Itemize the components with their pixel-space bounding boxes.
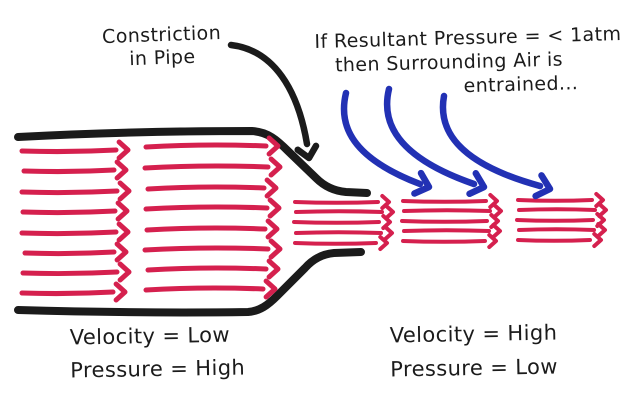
jet-line-shaft xyxy=(516,198,594,203)
pressure-low-text: Pressure = Low xyxy=(390,354,559,382)
jet-line-shaft xyxy=(515,218,595,223)
flow-arrow-head-icon xyxy=(117,261,132,283)
flow-arrows-wide-section xyxy=(19,135,283,303)
jet-line-head-icon xyxy=(597,202,608,218)
pointer-arrow-head-icon xyxy=(294,142,320,162)
jet-section-state-label: Velocity = High Pressure = Low xyxy=(389,316,559,387)
entrain-arrow-shaft-2 xyxy=(383,85,478,188)
wide-section-state-label: Velocity = Low Pressure = High xyxy=(69,318,246,387)
flow-arrow-shaft xyxy=(142,245,271,253)
flow-arrow-head-icon xyxy=(116,139,131,161)
flow-arrow-head-icon xyxy=(113,281,128,303)
jet-line-shaft xyxy=(293,200,380,205)
velocity-low-text: Velocity = Low xyxy=(69,322,231,350)
flow-arrow-shaft xyxy=(145,265,269,273)
jet-line-head-icon xyxy=(384,204,395,220)
jet-line-shaft xyxy=(294,230,383,235)
flow-arrow-head-icon xyxy=(117,180,132,202)
jet-line-head-icon xyxy=(487,233,498,249)
flow-arrow-shaft xyxy=(145,184,267,192)
pointer-arrow-shaft xyxy=(227,41,311,148)
entrain-arrow-head-icon xyxy=(466,170,488,198)
jet-line-shaft xyxy=(293,241,378,246)
jet-line-head-icon xyxy=(491,223,502,239)
pipe-wall-top xyxy=(14,127,371,197)
jet-flow-bundle-2 xyxy=(400,193,503,249)
constriction-pointer-arrow xyxy=(227,41,320,162)
flow-arrow-shaft xyxy=(142,163,271,171)
jet-flow-bundle-3 xyxy=(515,192,608,248)
flow-arrow-shaft xyxy=(143,285,266,293)
pressure-high-text: Pressure = High xyxy=(70,355,246,383)
jet-line-shaft xyxy=(294,209,384,214)
entrain-arrow-shaft-3 xyxy=(439,92,544,190)
pipe-wall-bottom xyxy=(14,248,365,317)
jet-line-shaft xyxy=(517,227,596,232)
flow-arrow-head-icon xyxy=(114,241,129,263)
flow-arrow-shaft xyxy=(22,249,117,257)
jet-line-shaft xyxy=(400,219,489,224)
flow-arrow-shaft xyxy=(143,142,269,150)
jet-line-shaft xyxy=(402,228,491,233)
entrain-arrow-head-icon xyxy=(532,172,554,200)
flow-arrow-head-icon xyxy=(268,156,283,178)
jet-line-shaft xyxy=(401,239,487,244)
jet-flow-bundle-1 xyxy=(292,194,395,251)
constriction-label: Constriction in Pipe xyxy=(89,22,235,73)
entrain-arrow-head-icon xyxy=(411,169,433,197)
velocity-high-text: Velocity = High xyxy=(389,320,558,348)
flow-arrow-shaft xyxy=(19,289,116,297)
flow-arrow-shaft xyxy=(19,147,119,155)
jet-line-shaft xyxy=(401,199,488,204)
flow-arrow-head-icon xyxy=(267,197,282,219)
jet-line-shaft xyxy=(402,208,492,213)
entrain-arrow-shaft-1 xyxy=(340,89,424,188)
flow-arrow-shaft xyxy=(144,225,268,233)
flow-arrow-head-icon xyxy=(263,278,278,300)
flow-arrow-head-icon xyxy=(266,258,281,280)
flow-arrow-shaft xyxy=(143,204,270,212)
flow-arrow-head-icon xyxy=(265,218,280,240)
entrainment-label-line3: entrained... xyxy=(463,72,579,98)
flow-arrow-head-icon xyxy=(264,177,279,199)
flow-arrow-shaft xyxy=(20,269,120,277)
flow-arrow-head-icon xyxy=(115,200,130,222)
jet-line-head-icon xyxy=(378,235,389,251)
flow-arrow-shaft xyxy=(20,208,118,216)
flow-arrow-shaft xyxy=(21,167,117,175)
jet-line-head-icon xyxy=(592,232,603,248)
jet-line-head-icon xyxy=(492,203,503,219)
jet-line-shaft xyxy=(516,238,592,243)
jet-line-shaft xyxy=(292,220,381,225)
jet-line-head-icon xyxy=(383,225,394,241)
flow-arrow-head-icon xyxy=(114,159,129,181)
entrained-air-arrows xyxy=(340,85,554,200)
pipe-outline xyxy=(14,127,371,317)
flow-arrow-head-icon xyxy=(266,135,281,157)
flow-arrow-shaft xyxy=(19,229,119,237)
jet-line-head-icon xyxy=(596,222,607,238)
flow-arrow-head-icon xyxy=(116,221,131,243)
entrainment-label: If Resultant Pressure = < 1atm then Surr… xyxy=(314,22,620,102)
jet-line-shaft xyxy=(517,207,597,212)
flow-arrow-shaft xyxy=(19,188,120,196)
flow-arrow-head-icon xyxy=(268,238,283,260)
